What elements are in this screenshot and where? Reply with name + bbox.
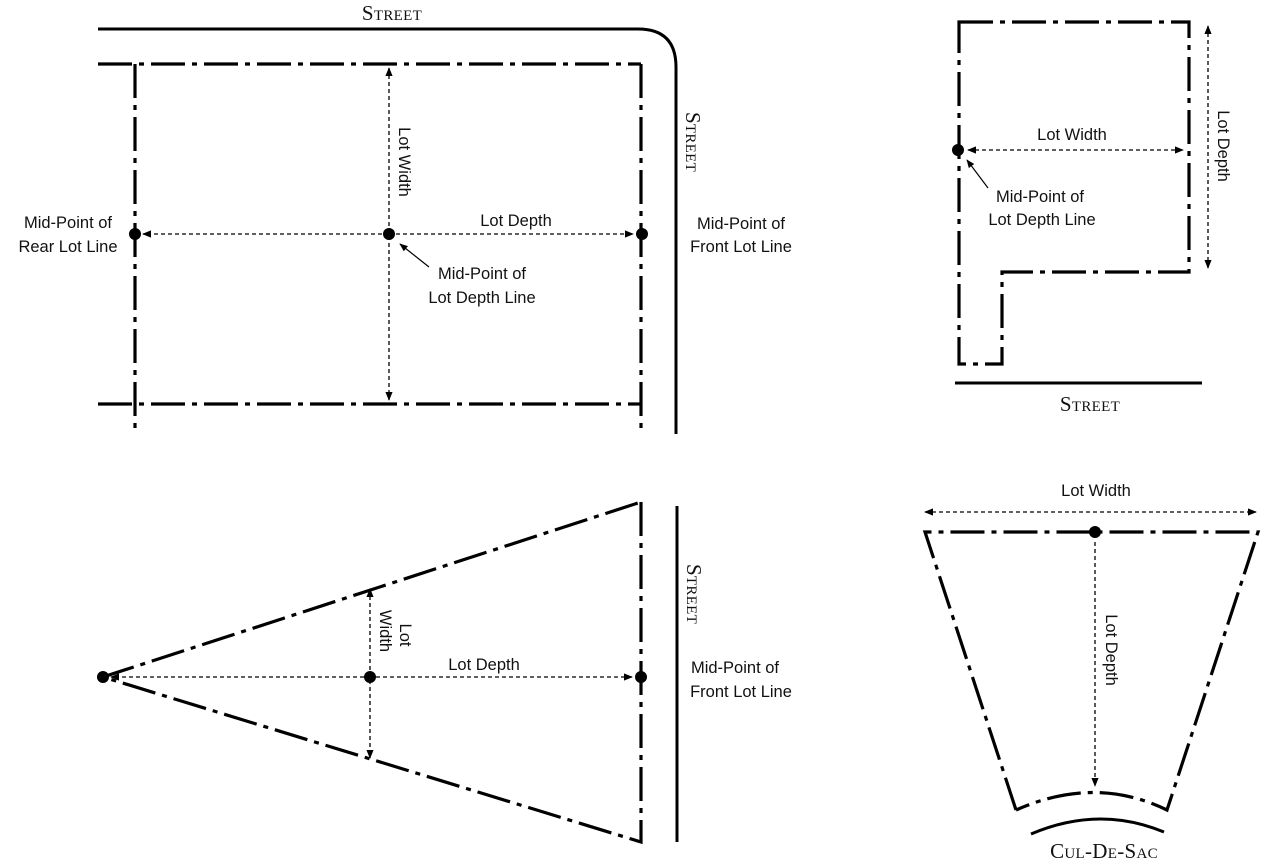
cul-de-sac-lot-panel: Cul-De-Sac Lot Width Lot Depth xyxy=(922,482,1261,863)
street-label-top: Street xyxy=(362,1,422,25)
cul-de-sac-midpoint-dot xyxy=(1089,526,1101,538)
corner-lot-panel: Street Street Lot Width Lot Depth Mid-Po… xyxy=(18,1,792,434)
flag-lot-width-label: Lot Width xyxy=(1037,126,1107,144)
flag-street-label: Street xyxy=(1060,392,1120,416)
triangle-lot-depth-label: Lot Depth xyxy=(448,656,520,674)
flag-lot-depth-label: Lot Depth xyxy=(1214,110,1232,182)
cul-de-sac-lot-width-label: Lot Width xyxy=(1061,482,1131,500)
front-midpoint-label-2: Front Lot Line xyxy=(690,238,792,256)
lot-width-label: Lot Width xyxy=(395,127,413,197)
triangle-lot-width-label-1: Lot xyxy=(396,624,414,647)
street-label-right: Street xyxy=(681,112,705,172)
depth-midpoint-label-2: Lot Depth Line xyxy=(428,289,535,307)
cul-de-sac-street-arc xyxy=(1030,817,1165,836)
flag-midpoint-label-1: Mid-Point of xyxy=(996,188,1084,206)
triangle-front-midpoint-label-2: Front Lot Line xyxy=(690,683,792,701)
front-midpoint-label-1: Mid-Point of xyxy=(697,215,785,233)
front-midpoint-dot xyxy=(636,228,648,240)
cul-de-sac-street-label: Cul-De-Sac xyxy=(1050,839,1158,863)
depth-midpoint-label-1: Mid-Point of xyxy=(438,265,526,283)
rear-midpoint-dot xyxy=(129,228,141,240)
triangular-lot-panel: Street Lot Width Lot Depth Mid-Point of … xyxy=(97,499,792,845)
flag-midpoint-label-2: Lot Depth Line xyxy=(988,211,1095,229)
triangle-depth-midpoint-dot xyxy=(364,671,376,683)
depth-midpoint-leader xyxy=(399,243,430,268)
street-line-top-right xyxy=(98,27,678,434)
flag-depth-midpoint-dot xyxy=(952,144,964,156)
flag-lot-outline xyxy=(957,20,1191,366)
flag-lot-panel: Street Lot Width Lot Depth Mid-Point of … xyxy=(952,20,1232,416)
triangle-lot-width-label-2: Width xyxy=(376,610,394,652)
rear-midpoint-label-2: Rear Lot Line xyxy=(18,238,117,256)
lot-depth-label: Lot Depth xyxy=(480,212,552,230)
flag-midpoint-leader xyxy=(966,159,989,189)
rear-midpoint-label-1: Mid-Point of xyxy=(24,214,112,232)
cul-de-sac-lot-depth-label: Lot Depth xyxy=(1102,614,1120,686)
triangle-apex-dot xyxy=(97,671,109,683)
cul-de-sac-lot-outline xyxy=(922,530,1261,813)
triangle-front-midpoint-dot xyxy=(635,671,647,683)
triangle-front-midpoint-label-1: Mid-Point of xyxy=(691,659,779,677)
triangle-street-label: Street xyxy=(682,564,706,624)
depth-midpoint-dot xyxy=(383,228,395,240)
